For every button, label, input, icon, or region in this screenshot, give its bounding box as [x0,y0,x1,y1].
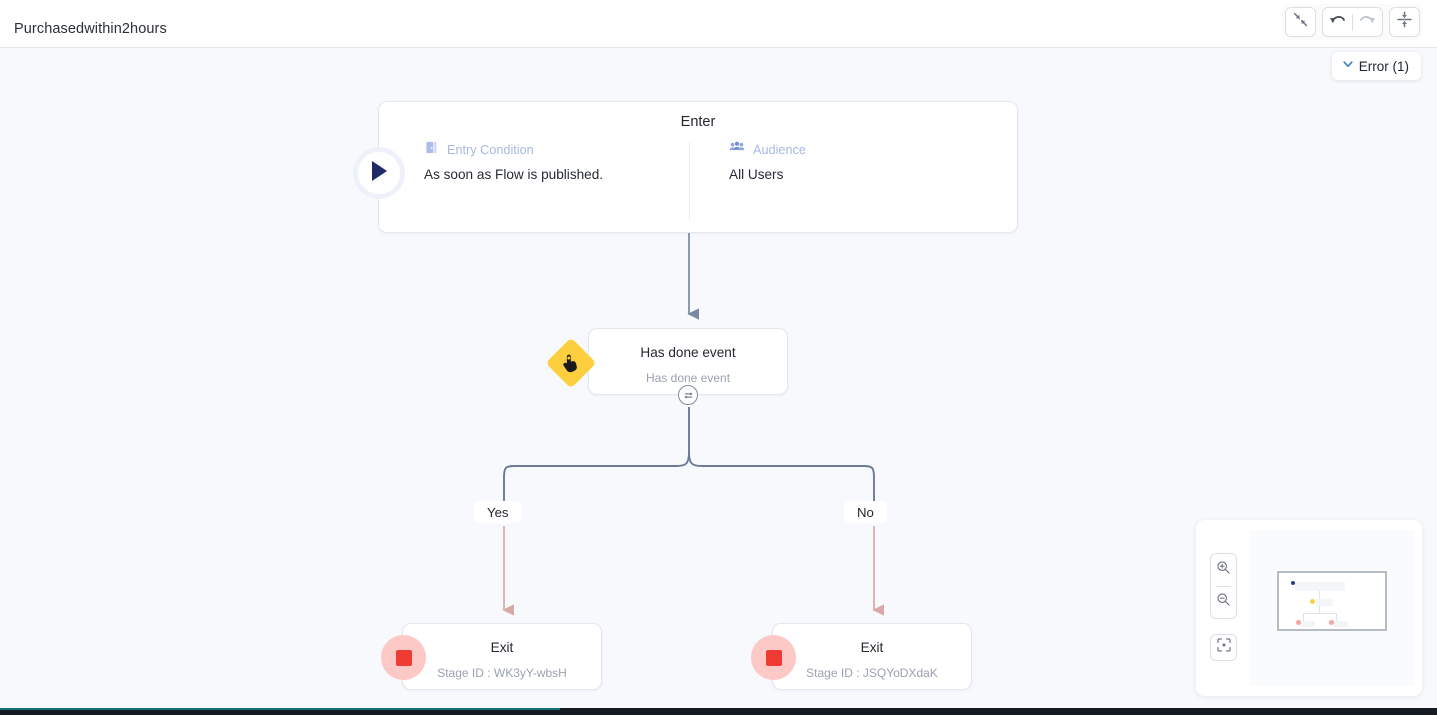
minimap-node-enter [1291,581,1295,585]
zoom-divider [1216,585,1231,587]
stop-square-icon [765,649,782,666]
play-icon [368,159,390,188]
minimap-node [1295,582,1345,591]
minimap-edge [1303,613,1304,622]
entry-condition-column: Entry Condition As soon as Flow is publi… [424,140,689,182]
tap-hand-icon [561,353,581,374]
zoom-in-icon [1216,560,1231,580]
fit-height-icon [1396,11,1413,33]
people-icon [729,140,745,160]
entry-condition-label: Entry Condition [447,143,534,157]
fit-view-icon [1216,637,1232,658]
swap-icon[interactable] [678,385,698,405]
exit-node-no[interactable]: Exit Stage ID : JSQYoDXdaK [751,623,972,690]
chevron-down-icon [1342,57,1354,75]
event-node-subtitle: Has done event [645,371,731,385]
has-done-event-node[interactable]: Has done event Has done event [545,328,788,405]
minimap-node [1300,621,1315,627]
minimap-edge [1303,613,1337,614]
fit-height-button[interactable] [1390,8,1419,36]
entry-condition-value: As soon as Flow is published. [424,167,604,182]
minimap-edge [1319,606,1320,613]
window-bottom-edge [0,708,1437,715]
redo-button[interactable] [1353,8,1382,36]
fit-view-button[interactable] [1210,634,1237,661]
zoom-out-button[interactable] [1211,586,1236,618]
exit-node-title: Exit [860,640,884,655]
flow-canvas[interactable]: Error (1) Enter [0,48,1437,708]
minimap[interactable] [1250,530,1414,686]
undo-icon [1328,11,1347,33]
minimap-edge [1336,613,1337,622]
zoom-out-icon [1216,592,1231,612]
exit-node-stage-id: Stage ID : WK3yY-wbsH [437,666,567,680]
collapse-button-box [1285,7,1316,37]
exit-node-title: Exit [490,640,514,655]
collapse-button[interactable] [1286,8,1315,36]
audience-value: All Users [729,167,784,182]
enter-node[interactable]: Enter Entry Condition As soon as Flow is… [353,101,1018,233]
zoom-controls [1210,553,1237,619]
redo-icon [1358,11,1377,33]
audience-label: Audience [753,143,806,157]
history-button-group [1322,7,1383,37]
minimap-panel [1196,520,1422,696]
minimap-edge [1319,591,1320,600]
event-node-badge [545,337,597,389]
flow-edges [502,233,885,616]
enter-node-badge [353,147,405,199]
toolbar-divider [1352,13,1353,31]
audience-column: Audience All Users [729,140,979,182]
exit-node-badge [381,635,426,680]
minimap-node-exit [1296,620,1301,625]
minimap-viewport[interactable] [1277,571,1387,631]
enter-node-divider [689,142,690,220]
exit-node-badge [751,635,796,680]
canvas-toolbar [1282,4,1423,40]
error-badge-label: Error (1) [1358,58,1409,74]
collapse-icon [1292,11,1309,33]
door-icon [424,140,439,160]
enter-node-title: Enter [680,114,716,130]
stop-square-icon [395,649,412,666]
window-bottom-accent [0,708,560,710]
zoom-in-button[interactable] [1211,554,1236,586]
minimap-node [1333,621,1348,627]
app-header: Purchasedwithin2hours [0,0,1437,48]
exit-node-yes[interactable]: Exit Stage ID : WK3yY-wbsH [381,623,602,690]
branch-label-yes[interactable]: Yes [474,501,522,523]
error-badge[interactable]: Error (1) [1331,52,1421,80]
page-title: Purchasedwithin2hours [14,21,167,37]
fit-height-button-box [1389,7,1420,37]
minimap-node-event [1310,599,1315,604]
undo-button[interactable] [1323,8,1352,36]
event-node-title: Has done event [640,345,736,360]
minimap-node-exit [1329,620,1334,625]
branch-label-no[interactable]: No [844,501,887,523]
minimap-node [1316,599,1333,606]
exit-node-stage-id: Stage ID : JSQYoDXdaK [806,666,938,680]
